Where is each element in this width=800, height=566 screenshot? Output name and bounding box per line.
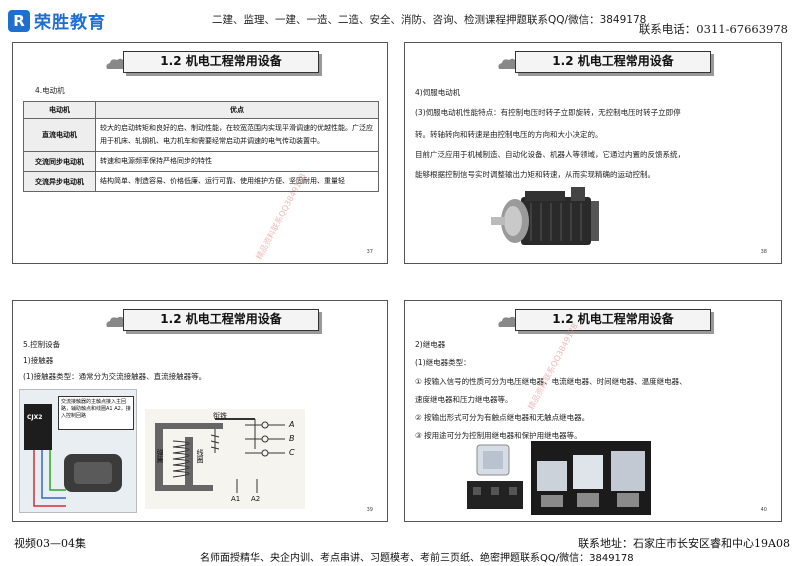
text-line: 目前广泛应用于机械制造、自动化设备、机器人等领域，它通过内置的反馈系统， [415,150,685,159]
page-number: 37 [366,249,373,255]
header-ad-text: 二建、监理、一建、一造、二造、安全、消防、咨询、检测课程押题联系QQ/微信：38… [212,14,647,26]
footer-address: 联系地址：石家庄市长安区睿和中心19A08 [578,537,790,550]
column-header: 电动机 [23,101,96,119]
brand-logo: R 荣胜教育 [8,8,106,33]
motor-table: 电动机 优点 直流电动机 较大的启动转矩和良好的启、制动性能，在较宽范围内实现平… [23,101,379,192]
slide-title: 1.2 机电工程常用设备 [515,51,711,73]
motor-terminal-box [74,462,112,484]
diagram-label-armature: 衔铁 [213,412,227,420]
diagram-label-spring: 弹簧 [156,449,164,463]
table-header-row: 电动机 优点 [23,101,379,119]
motor-name: 直流电动机 [23,118,96,152]
contactor-diagram: 衔铁 弹簧 线圈 A B C A1 A2 [145,409,305,509]
slide-40: 1.2 机电工程常用设备 2)继电器 (1)继电器类型： ① 按输入信号的性质可… [404,300,782,522]
slide-38: 1.2 机电工程常用设备 4)伺服电动机 (3)伺服电动机性能特点：有控制电压时… [404,42,782,264]
text-line: ③ 按用途可分为控制用继电器和保护用继电器等。 [415,431,582,440]
coil-terminal-label: A1 [231,495,241,503]
motor-name: 交流同步电动机 [23,151,96,172]
table-row: 直流电动机 较大的启动转矩和良好的启、制动性能，在较宽范围内实现平滑调速的优越性… [23,118,379,152]
relay-image-1 [467,444,523,509]
text-line: (3)伺服电动机性能特点：有控制电压时转子立即旋转，无控制电压时转子立即停 [415,108,681,117]
diagram-label-coil: 线圈 [196,449,204,463]
text-line: 4)伺服电动机 [415,88,461,97]
page-number: 40 [760,507,767,513]
logo-icon: R [8,9,30,32]
slide-title: 1.2 机电工程常用设备 [123,309,319,331]
footer-left: 视频03—04集 [14,537,86,550]
terminal-label: B [289,434,295,443]
watermark: 精品资料联系QQ3849178 [526,321,580,412]
contactor-body: CJX2 [24,404,52,450]
text-line: (1)继电器类型： [415,358,471,367]
terminal-label: A [289,420,295,429]
contactor-brand: CJX2 [27,414,43,421]
text-line: 速度继电器和压力继电器等。 [415,395,513,404]
slide-37: 1.2 机电工程常用设备 4.电动机 电动机 优点 直流电动机 较大的启动转矩和… [12,42,388,264]
text-line: 能够根据控制信号实时调整输出力矩和转速，从而实现精确的运动控制。 [415,170,655,179]
text-line: 转。转轴转向和转速是由控制电压的方向和大小决定的。 [415,130,603,139]
page-number: 38 [760,249,767,255]
wiring-lines [33,450,66,507]
text-line: ② 按输出形式可分为有触点继电器和无触点继电器。 [415,413,590,422]
text-line: 5.控制设备 [23,340,61,349]
diagram-drawing [155,418,285,493]
servo-motor-image [491,187,599,245]
contactor-note: 交流接触器的主触点接入主回路，辅助触点和线圈A1 A2，接入控制回路 [58,396,134,430]
header-phone: 联系电话：0311-67663978 [638,22,788,36]
top-bar: R 荣胜教育 二建、监理、一建、一造、二造、安全、消防、咨询、检测课程押题联系Q… [0,0,800,40]
terminal-label: C [289,448,295,457]
page-number: 39 [366,507,373,513]
motor-advantage: 较大的启动转矩和良好的启、制动性能，在较宽范围内实现平滑调速的优越性能。广泛应用… [95,118,379,152]
text-line: ① 按输入信号的性质可分为电压继电器、电流继电器、时间继电器、温度继电器、 [415,377,687,386]
slide-title: 1.2 机电工程常用设备 [515,309,711,331]
relay-image-2 [537,451,645,507]
column-header: 优点 [95,101,379,119]
slide-39: 1.2 机电工程常用设备 5.控制设备 1)接触器 (1)接触器类型：通常分为交… [12,300,388,522]
contactor-photo: CJX2 交流接触器的主触点接入主回路，辅助触点和线圈A1 A2，接入控制回路 [19,389,137,513]
relay-photo-2 [531,441,651,515]
section-heading: 4.电动机 [35,86,65,95]
motor-advantage: 转速和电源频率保持严格同步的特性 [95,151,379,172]
motor-name: 交流异步电动机 [23,171,96,192]
text-line: 1)接触器 [23,356,54,365]
table-row: 交流异步电动机 结构简单、制造容易、价格低廉、运行可靠、使用维护方便、坚固耐用、… [23,171,379,192]
motor-advantage: 结构简单、制造容易、价格低廉、运行可靠、使用维护方便、坚固耐用、重量轻 [95,171,379,192]
text-line: 2)继电器 [415,340,446,349]
footer-ad-text: 名师面授精华、央企内训、考点串讲、习题模考、考前三页纸、绝密押题联系QQ/微信：… [200,553,634,564]
logo-text: 荣胜教育 [34,13,106,33]
slide-title: 1.2 机电工程常用设备 [123,51,319,73]
text-line: (1)接触器类型：通常分为交流接触器、直流接触器等。 [23,372,207,381]
coil-terminal-label: A2 [251,495,261,503]
table-row: 交流同步电动机 转速和电源频率保持严格同步的特性 [23,151,379,172]
